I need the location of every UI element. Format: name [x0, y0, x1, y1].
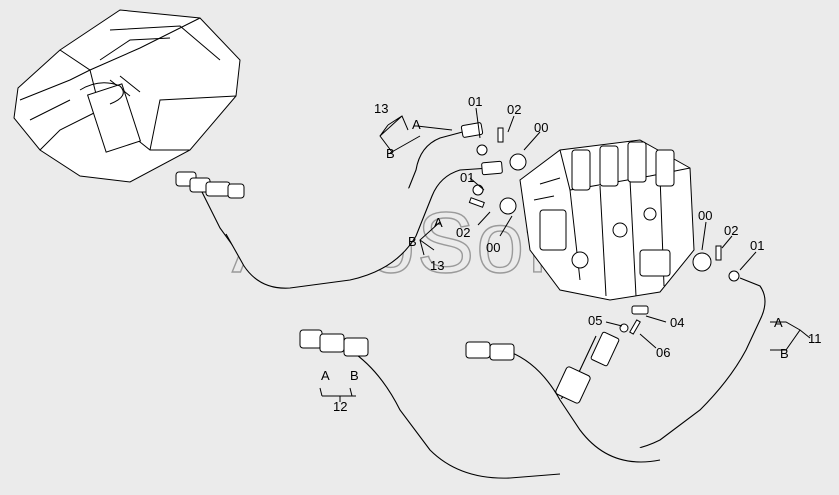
- label-top-a: A: [412, 117, 421, 132]
- label-top-flange: 00: [534, 120, 548, 135]
- label-mid-assembly: 13: [430, 258, 444, 273]
- label-right-o-ring: 01: [750, 238, 764, 253]
- label-right-flange: 00: [698, 208, 712, 223]
- label-top-assembly: 13: [374, 101, 388, 116]
- label-mid-bolt: 02: [456, 225, 470, 240]
- label-fitting-o-ring: 05: [588, 313, 602, 328]
- label-top-o-ring: 01: [468, 94, 482, 109]
- excavator-thumbnail: [13, 9, 241, 183]
- label-mid-a: A: [434, 215, 443, 230]
- leader-lines: [319, 107, 811, 402]
- label-fitting-bolt: 06: [656, 345, 670, 360]
- label-right-bolt: 02: [724, 223, 738, 238]
- label-fitting-block: 04: [670, 315, 684, 330]
- label-left-assembly: 12: [333, 399, 347, 414]
- hose-assembly-11: [555, 245, 766, 451]
- label-right-assembly: 11: [808, 331, 822, 346]
- label-right-b: B: [780, 346, 789, 361]
- hose-assembly-12: [299, 329, 661, 479]
- label-mid-b: B: [408, 234, 417, 249]
- label-left-b: B: [350, 368, 359, 383]
- callout-labels: 13 A B A B 13 01 02 00 01 02 00 00 02 01…: [321, 94, 822, 414]
- control-valve: [519, 139, 695, 301]
- label-top-bolt: 02: [507, 102, 521, 117]
- label-mid-flange: 00: [486, 240, 500, 255]
- label-top-b: B: [386, 146, 395, 161]
- label-right-a: A: [774, 315, 783, 330]
- label-left-a: A: [321, 368, 330, 383]
- label-mid-o-ring: 01: [460, 170, 474, 185]
- hose-assembly-13: [175, 122, 527, 289]
